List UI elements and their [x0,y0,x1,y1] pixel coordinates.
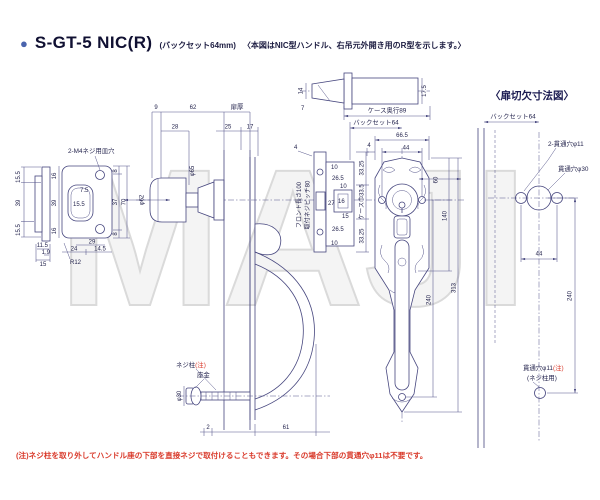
product-code: S-GT-5 NIC(R) [34,33,153,52]
dim-case-inner-1: 10 [340,184,347,190]
watermark-text: MAJI [58,129,528,347]
dim-handle-61: 61 [283,425,290,431]
dim-cutout-44: 44 [536,252,543,258]
dim-strike-front-9: 8 [113,232,119,236]
handle-front-view: ケース奥行89 バックセット64 66.5 44 4 60 140 [343,106,462,424]
dim-knob-28: 28 [172,125,179,131]
latch-side-view: 14 7 17.5 [299,72,430,112]
dim-latch-17-5: 17.5 [422,85,428,97]
page-title: ● S-GT-5 NIC(R) (バックセット64mm) 〈本図はNIC型ハンド… [20,33,466,53]
dim-knob-9: 9 [154,105,158,111]
dim-strike-front-3: 39 [52,199,58,206]
dim-handle-2: 2 [206,425,210,431]
cutout-bottom-hole-label: 貫通穴φ11(注) [523,363,564,372]
case-width-label: ケース巾33.5 [358,184,366,220]
case-front-length-label: フロント長さ100 [296,181,303,228]
lock-case-view: 4 フロント長さ100 取付ネジピッチ80 10 26.5 27 26.5 10… [294,145,369,253]
strike-side-view: 15.5 39 15.5 11.5 1.9 15 [16,166,51,268]
dim-strike-side-bottom: 15.5 [16,224,22,236]
dim-case-half-top: 33.25 [360,160,366,176]
cutout-screw-holes-label: 2-貫通穴φ11 [548,139,584,148]
dim-handle-140: 140 [443,210,449,221]
dim-strike-front-4: 15.5 [73,202,85,208]
dim-rose-diameter: φ65 [190,165,196,176]
dim-strike-thickness: 1.9 [42,250,51,256]
dim-knob-62: 62 [190,105,197,111]
dim-handle-backset-label: バックセット64 [353,119,399,127]
dim-case-chain-3: 27 [328,201,335,207]
dim-knob-diameter: φ62 [140,194,146,205]
dim-handle-66-5: 66.5 [396,133,408,139]
dim-door-thickness: 扉厚 [231,102,244,111]
dim-strike-side-mid: 39 [16,199,22,206]
cutout-center-hole-label: 貫通穴φ30 [558,164,589,173]
footnote: (注)ネジ柱を取り外してハンドル座の下部を直接ネジで取付けることもできます。その… [16,451,428,460]
dim-handle-44: 44 [403,146,410,152]
dim-handle-4: 4 [367,143,371,149]
dim-strike-front-7: 37 [113,198,119,205]
cutout-bottom-hole-sub: (ネジ柱用) [527,373,557,382]
cutout-backset-label: バックセット64 [490,113,536,121]
dim-knob-25: 25 [225,125,232,131]
dim-post-diameter: φ30 [177,390,183,401]
dim-case-chain-2: 26.5 [332,176,344,182]
product-backset-note: (バックセット64mm) [159,41,236,50]
cutout-title: 〈扉切欠寸法図〉 [490,89,574,102]
dim-latch-7: 7 [301,106,305,112]
door-cutout-diagram: 〈扉切欠寸法図〉 バックセット64 2-貫通穴φ11 貫通穴φ30 44 240 [477,89,589,448]
dim-case-chain-4: 26.5 [332,227,344,233]
dim-strike-front-8: 70 [122,198,128,205]
screw-post-label: ネジ柱(注) [176,360,206,369]
dim-strike-front-6: 8 [113,169,119,173]
dim-case-4: 4 [294,145,298,151]
bullet-icon: ● [20,36,28,51]
dim-case-chain-5: 10 [331,241,338,247]
dim-knob-17: 17 [247,125,254,131]
dim-strike-front-5: 16 [52,227,58,234]
knob-side-view: 9 62 扉厚 28 25 17 φ62 φ65 [124,102,465,436]
washer-label: 座金 [197,370,210,379]
strike-front-view: 2-M4ネジ用皿穴 16 7.5 39 15.5 16 8 37 70 8 29… [52,146,130,266]
dim-cutout-240: 240 [568,290,574,301]
dim-strike-front-11: 24 [71,247,78,253]
dim-case-inner-2: 16 [338,199,345,205]
dim-handle-60: 60 [434,176,440,183]
dim-strike-front-1: 16 [52,172,58,179]
dim-strike-width: 15 [40,262,47,268]
dim-case-inner-3: 15 [342,214,349,220]
dim-strike-side-top: 15.5 [16,171,22,183]
dim-strike-lip: 11.5 [37,243,49,249]
dim-handle-240: 240 [427,294,433,305]
strike-screw-hole-label: 2-M4ネジ用皿穴 [68,146,115,155]
strike-radius-label: R12 [70,260,82,266]
dim-strike-front-10: 29 [89,240,96,246]
product-description: 〈本図はNIC型ハンドル、右吊元外開き用のR型を示します。〉 [242,41,466,50]
dim-case-chain-1: 10 [331,165,338,171]
case-screw-pitch-label: 取付ネジピッチ80 [304,180,312,229]
dim-case-half-bottom: 33.25 [360,228,366,244]
dim-strike-front-2: 7.5 [80,188,89,194]
dim-latch-14: 14 [299,87,305,94]
dim-strike-front-12: 14.5 [94,247,106,253]
dim-handle-313: 313 [452,282,458,293]
dim-case-depth-label: ケース奥行89 [368,106,407,115]
